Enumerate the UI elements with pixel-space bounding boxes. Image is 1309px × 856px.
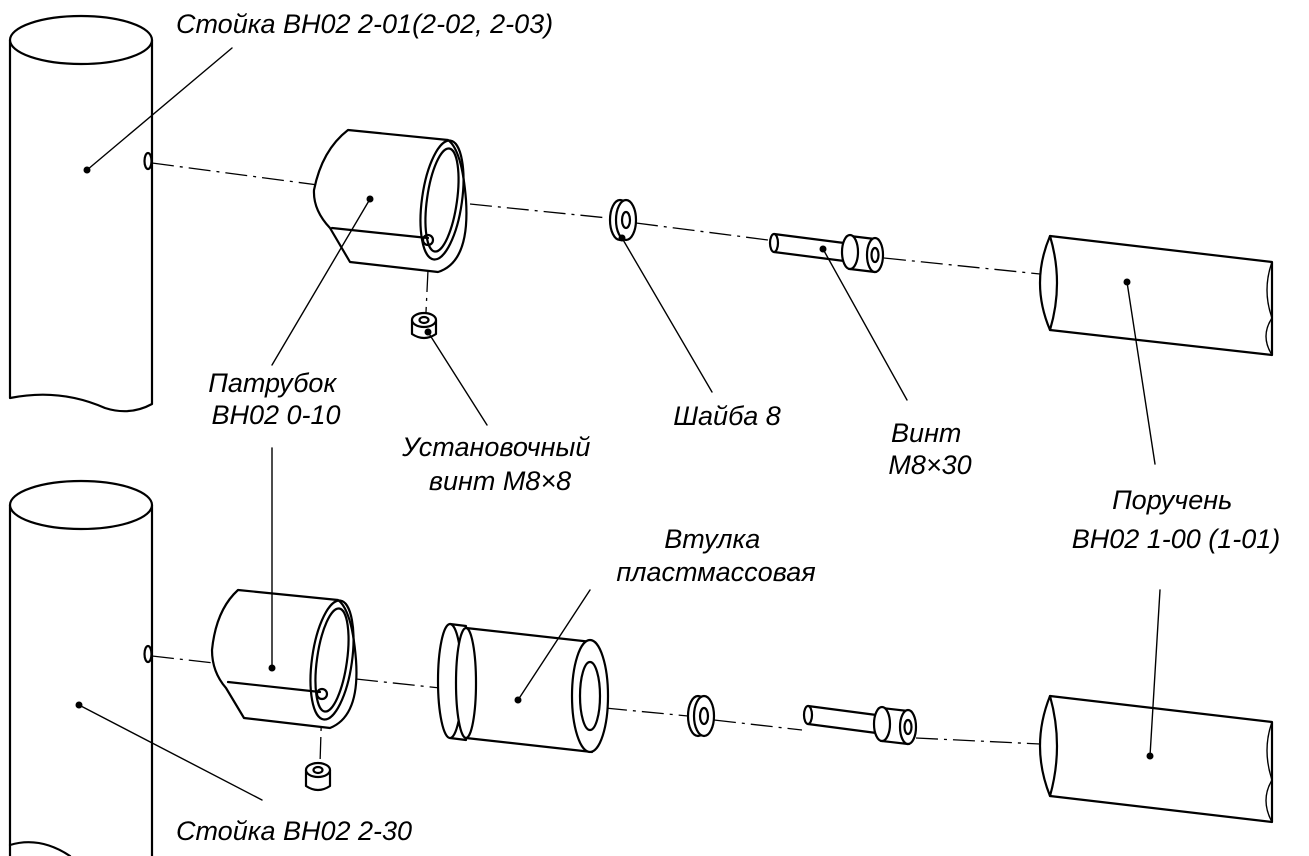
leader-washer xyxy=(621,237,713,393)
label-set-screw-line1: Установочный xyxy=(401,432,590,462)
set-screw-bottom xyxy=(304,761,332,792)
branch-pipe-bottom xyxy=(210,588,358,730)
leader-stand-bottom xyxy=(78,704,263,801)
label-handrail: Поручень ВН02 1-00 (1-01) xyxy=(1072,485,1281,554)
label-branch-pipe: Патрубок ВН02 0-10 xyxy=(208,368,343,430)
label-washer: Шайба 8 xyxy=(673,401,781,431)
stand-top-hole xyxy=(143,151,153,171)
screw-top xyxy=(768,232,885,274)
stand-bottom xyxy=(8,479,154,856)
top-axis-line xyxy=(151,162,1041,275)
bottom-axis-line xyxy=(151,655,1041,745)
label-handrail-line1: Поручень xyxy=(1112,485,1232,515)
handrail-top xyxy=(1038,234,1274,357)
label-screw-line1: Винт xyxy=(891,418,961,448)
bottom-assembly xyxy=(8,447,1274,856)
handrail-bottom xyxy=(1038,694,1274,824)
washer-bottom xyxy=(686,694,716,738)
leader-handrail-bottom xyxy=(1149,589,1161,757)
branch-pipe-top xyxy=(312,128,468,274)
screw-bottom xyxy=(802,704,918,746)
leader-handrail xyxy=(1126,281,1156,465)
leader-set-screw xyxy=(427,331,488,426)
bushing xyxy=(436,622,610,754)
label-branch-pipe-line2: ВН02 0-10 xyxy=(211,400,340,430)
leader-screw xyxy=(822,248,908,401)
top-assembly xyxy=(8,14,1274,465)
label-set-screw: Установочный винт М8×8 xyxy=(401,432,598,496)
label-bushing-line2: пластмассовая xyxy=(616,557,815,587)
label-stand-top: Стойка ВН02 2-01(2-02, 2-03) xyxy=(176,9,553,39)
leader-bushing xyxy=(517,589,591,701)
label-screw: Винт М8×30 xyxy=(888,418,971,480)
label-stand-bottom: Стойка ВН02 2-30 xyxy=(176,816,412,846)
label-bushing: Втулка пластмассовая xyxy=(616,524,815,587)
label-handrail-line2: ВН02 1-00 (1-01) xyxy=(1072,524,1281,554)
label-screw-line2: М8×30 xyxy=(888,450,971,480)
stand-top xyxy=(8,14,154,413)
set-screw-top xyxy=(410,311,438,340)
label-bushing-line1: Втулка xyxy=(664,524,760,554)
washer-top xyxy=(608,198,638,242)
leader-branch-pipe xyxy=(271,198,371,366)
label-branch-pipe-line1: Патрубок xyxy=(208,368,337,398)
top-setscrew-axis xyxy=(425,269,429,313)
leader-stand-top xyxy=(86,47,233,171)
label-set-screw-line2: винт М8×8 xyxy=(429,466,571,496)
stand-bottom-hole xyxy=(143,644,153,664)
